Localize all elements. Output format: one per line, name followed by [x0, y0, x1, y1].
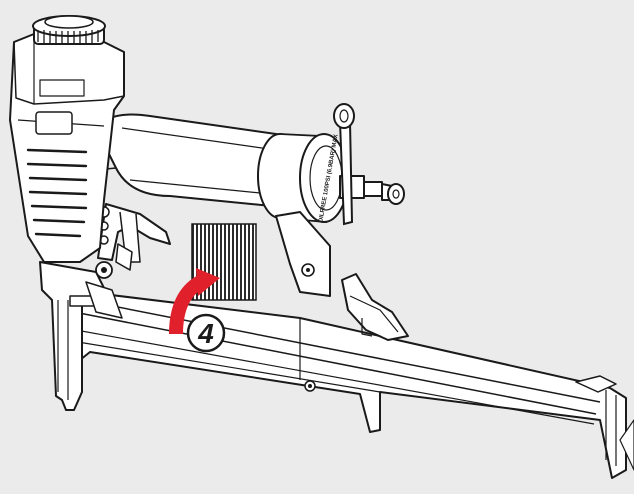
nose-section	[39, 261, 123, 411]
exhaust-knob	[32, 15, 106, 45]
step-number: 4	[197, 318, 214, 349]
magazine-latch	[275, 211, 409, 341]
grip-ribs	[26, 148, 88, 238]
head-housing	[9, 33, 125, 263]
insert-direction-arrow	[169, 268, 220, 335]
step-callout: 4	[186, 313, 226, 353]
belt-hook	[333, 103, 355, 226]
